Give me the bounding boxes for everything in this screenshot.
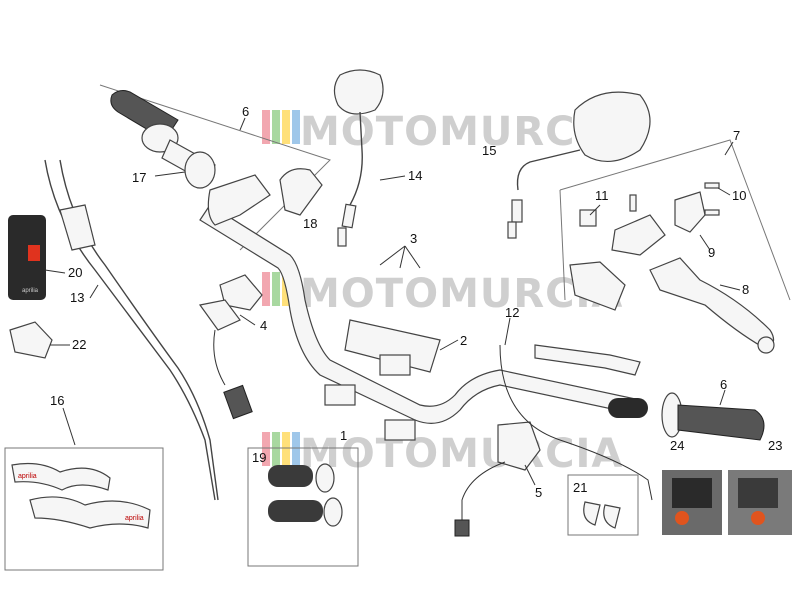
label-6-left: 6 [242, 104, 249, 119]
right-grip [608, 392, 765, 441]
grips-box-19 [247, 447, 359, 567]
label-1: 1 [340, 428, 347, 443]
label-15: 15 [482, 143, 496, 158]
label-10: 10 [732, 188, 746, 203]
label-18: 18 [303, 216, 317, 231]
switch-housing-4 [198, 274, 263, 420]
group-7-outline [559, 139, 791, 301]
watermark-bottom: MOTOMURCIA [262, 431, 623, 477]
switch-5 [454, 421, 541, 537]
brake-lever-assembly [569, 182, 775, 354]
svg-text:aprilia: aprilia [22, 288, 39, 294]
throttle-cable-12 [499, 344, 653, 501]
label-24: 24 [670, 438, 684, 453]
label-17: 17 [132, 170, 146, 185]
svg-text:MOTOMURCIA: MOTOMURCIA [300, 271, 623, 317]
label-9: 9 [708, 245, 715, 260]
watermark-middle: MOTOMURCIA [262, 271, 623, 317]
svg-text:aprilia: aprilia [125, 515, 144, 522]
hand-guards-box: aprilia aprilia [4, 447, 164, 571]
leader-lines [44, 117, 741, 486]
throttle-cables [44, 159, 219, 501]
left-switch: aprilia [8, 215, 46, 300]
svg-text:MOTOMURCIA: MOTOMURCIA [300, 431, 623, 477]
throttle-housing [207, 168, 323, 226]
mirror-left [333, 69, 384, 247]
label-19: 19 [252, 450, 266, 465]
svg-text:MOTOMURCIA: MOTOMURCIA [300, 109, 623, 155]
label-6-right: 6 [720, 377, 727, 392]
label-4: 4 [260, 318, 267, 333]
mirror-right [507, 91, 651, 239]
spacer-box-21 [567, 474, 639, 536]
label-20: 20 [68, 265, 82, 280]
left-grip [110, 90, 216, 189]
label-8: 8 [742, 282, 749, 297]
label-22: 22 [72, 337, 86, 352]
label-5: 5 [535, 485, 542, 500]
switch-photo-23 [728, 470, 792, 535]
label-23: 23 [768, 438, 782, 453]
label-11: 11 [595, 188, 609, 203]
label-13: 13 [70, 290, 84, 305]
label-21: 21 [573, 480, 587, 495]
label-14: 14 [408, 168, 422, 183]
label-7: 7 [733, 128, 740, 143]
group-6-left-outline [99, 84, 331, 251]
watermark-top: MOTOMURCIA [262, 109, 623, 155]
label-3: 3 [410, 231, 417, 246]
upper-clamp [324, 319, 441, 441]
label-12: 12 [505, 305, 519, 320]
svg-text:aprilia: aprilia [18, 473, 37, 480]
label-16: 16 [50, 393, 64, 408]
clamp-22 [9, 321, 53, 359]
switch-photo-24 [662, 470, 722, 535]
label-2: 2 [460, 333, 467, 348]
